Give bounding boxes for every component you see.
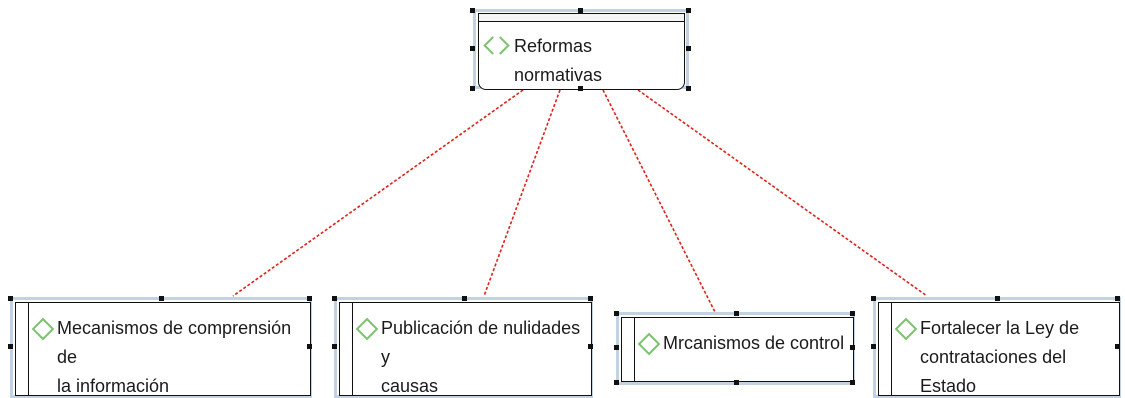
resize-handle[interactable] xyxy=(470,8,475,13)
diamond-icon xyxy=(31,317,55,341)
child-node-1[interactable]: Mecanismos de comprensión de la informac… xyxy=(6,294,314,398)
resize-handle[interactable] xyxy=(686,46,691,51)
resize-handle[interactable] xyxy=(462,296,467,301)
root-node[interactable]: Reformas normativas xyxy=(470,6,692,92)
root-label: Reformas normativas xyxy=(483,32,684,90)
resize-handle[interactable] xyxy=(614,380,619,385)
child-node-2[interactable]: Publicación de nulidades y causas xyxy=(330,294,595,398)
connector-root-to-child-2 xyxy=(483,89,561,297)
child-label-line-2: la información xyxy=(57,376,170,396)
resize-handle[interactable] xyxy=(578,8,583,13)
chevron-diamond-icon xyxy=(483,36,510,56)
child-label-line-1: Fortalecer la Ley de xyxy=(920,318,1080,338)
connector-root-to-child-1 xyxy=(232,89,524,297)
resize-handle[interactable] xyxy=(734,311,739,316)
resize-handle[interactable] xyxy=(871,296,876,301)
child-label-line-1: Mecanismos de comprensión de xyxy=(57,318,292,367)
child-box-4 xyxy=(878,302,1120,396)
resize-handle[interactable] xyxy=(686,8,691,13)
resize-handle[interactable] xyxy=(871,344,876,349)
child-side-strip xyxy=(622,318,635,381)
resize-handle[interactable] xyxy=(578,86,583,91)
diamond-icon xyxy=(637,332,661,356)
child-label-4: Fortalecer la Ley de contrataciones del … xyxy=(894,314,1120,398)
resize-handle[interactable] xyxy=(8,296,13,301)
resize-handle[interactable] xyxy=(470,46,475,51)
resize-handle[interactable] xyxy=(850,311,855,316)
resize-handle[interactable] xyxy=(1115,296,1120,301)
root-label-text: Reformas normativas xyxy=(514,36,603,85)
child-box-1 xyxy=(15,302,311,396)
resize-handle[interactable] xyxy=(332,296,337,301)
child-label-line-2: causas xyxy=(381,376,439,396)
diamond-icon xyxy=(894,317,918,341)
resize-handle[interactable] xyxy=(588,296,593,301)
resize-handle[interactable] xyxy=(614,345,619,350)
child-label-2: Publicación de nulidades y causas xyxy=(355,314,591,398)
resize-handle[interactable] xyxy=(614,311,619,316)
root-box xyxy=(478,13,685,90)
resize-handle[interactable] xyxy=(307,344,312,349)
resize-handle[interactable] xyxy=(470,86,475,91)
child-label-1: Mecanismos de comprensión de la informac… xyxy=(31,314,309,398)
child-box-2 xyxy=(339,302,592,396)
child-label-line-1: Publicación de nulidades y xyxy=(381,318,581,367)
child-label-line-2: contrataciones del Estado xyxy=(920,347,1067,396)
resize-handle[interactable] xyxy=(995,296,1000,301)
resize-handle[interactable] xyxy=(850,345,855,350)
resize-handle[interactable] xyxy=(307,296,312,301)
connector-root-to-child-3 xyxy=(602,89,716,313)
resize-handle[interactable] xyxy=(588,344,593,349)
child-label-line-1: Mrcanismos de control xyxy=(663,333,845,353)
diamond-icon xyxy=(355,317,379,341)
resize-handle[interactable] xyxy=(686,86,691,91)
resize-handle[interactable] xyxy=(1115,344,1120,349)
resize-handle[interactable] xyxy=(850,380,855,385)
connector-root-to-child-4 xyxy=(637,89,928,297)
child-node-4[interactable]: Fortalecer la Ley de contrataciones del … xyxy=(869,294,1123,398)
resize-handle[interactable] xyxy=(159,296,164,301)
root-header-bar xyxy=(479,14,684,22)
resize-handle[interactable] xyxy=(332,344,337,349)
child-side-strip xyxy=(16,303,29,395)
resize-handle[interactable] xyxy=(734,380,739,385)
child-side-strip xyxy=(879,303,892,395)
resize-handle[interactable] xyxy=(8,344,13,349)
child-label-3: Mrcanismos de control xyxy=(637,329,853,358)
child-node-3[interactable]: Mrcanismos de control xyxy=(612,309,857,387)
child-side-strip xyxy=(340,303,353,395)
